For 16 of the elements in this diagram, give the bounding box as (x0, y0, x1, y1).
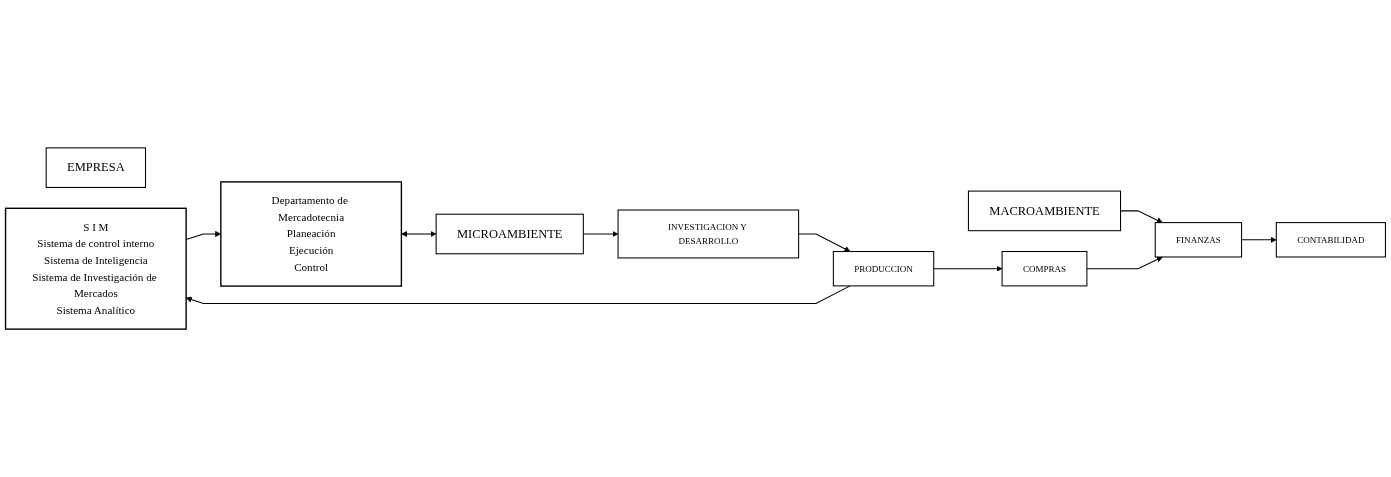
node-box: Departamento de Mercadotecnia Planeación Ejecución Control (220, 181, 403, 287)
arrow (1086, 256, 1163, 270)
node-box: CONTABILIDAD (1275, 222, 1386, 258)
arrow (1120, 210, 1163, 223)
arrow (798, 233, 851, 252)
arrow (401, 230, 437, 238)
node-box: EMPRESA (45, 147, 146, 188)
node-box: MACROAMBIENTE (967, 190, 1122, 232)
node-box: PRODUCCION (832, 251, 935, 287)
node-box: FINANZAS (1154, 222, 1243, 258)
arrow (933, 265, 1003, 272)
arrow (1241, 236, 1277, 243)
node-box: COMPRAS (1001, 251, 1088, 287)
node-box: MICROAMBIENTE (435, 213, 584, 255)
node-box: S I M Sistema de control interno Sistema de Inteligencia Sistema de Investigación de Mercados Sistema Analítico (4, 207, 187, 330)
node-box: INVESTIGACION Y DESARROLLO (617, 209, 800, 259)
